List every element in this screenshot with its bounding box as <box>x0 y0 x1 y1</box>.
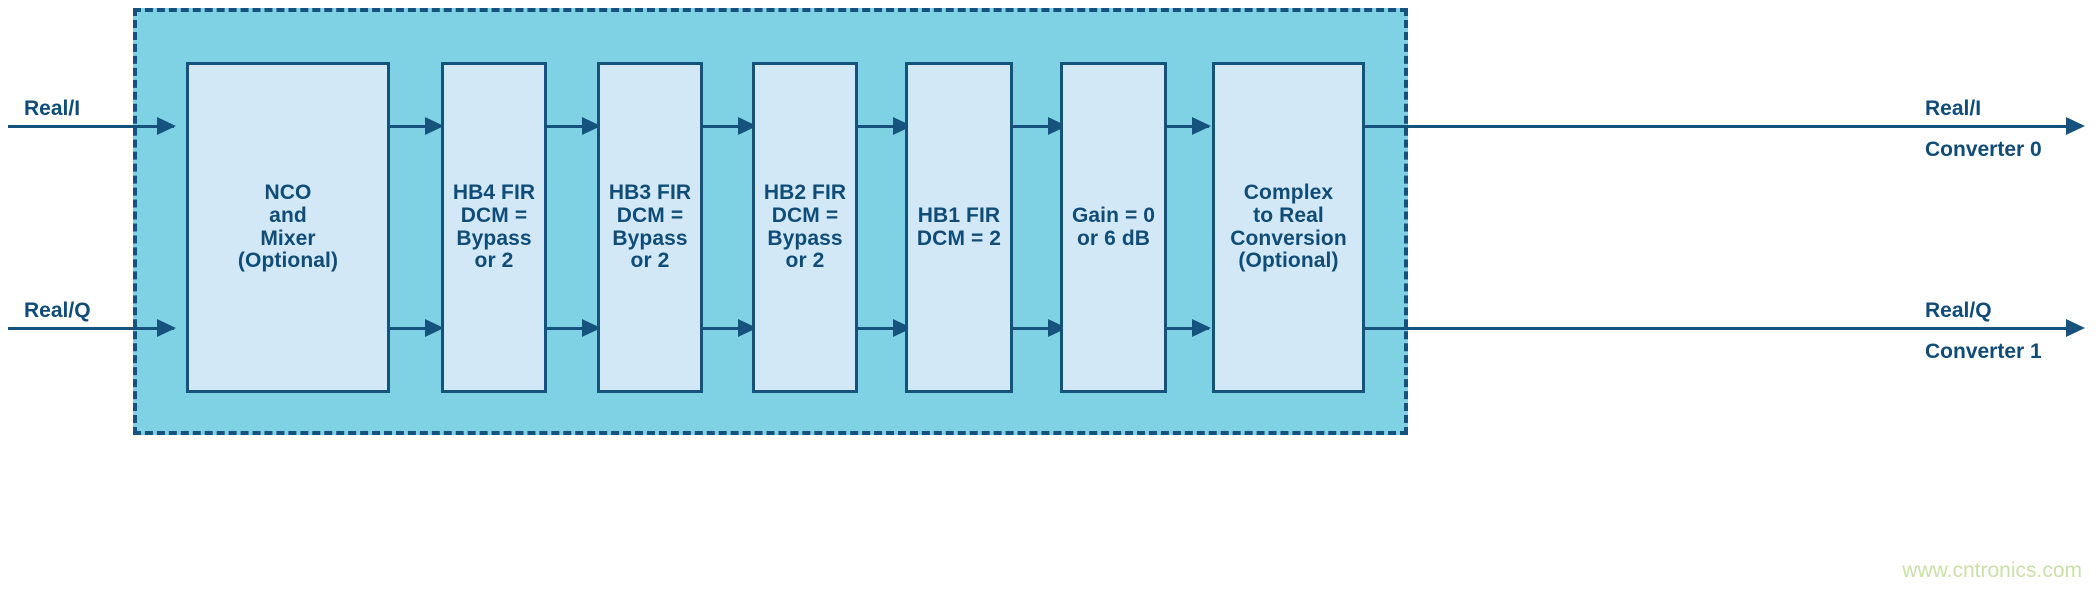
input-arrowhead-real-q <box>157 319 176 337</box>
input-label-real-q: Real/Q <box>24 299 91 322</box>
input-arrowhead-real-i <box>157 117 176 135</box>
arrowhead-gain-to-complex-i <box>1192 117 1211 135</box>
arrowhead-nco-to-hb4-i <box>425 117 444 135</box>
block-hb1-fir[interactable]: HB1 FIR DCM = 2 <box>905 62 1013 393</box>
block-nco-mixer[interactable]: NCO and Mixer (Optional) <box>186 62 390 393</box>
wire-hb3-to-hb2-q <box>703 327 745 330</box>
block-hb4-fir-label: HB4 FIR DCM = Bypass or 2 <box>452 181 536 273</box>
output-arrowhead-real-q <box>2066 319 2085 337</box>
output-label-real-q: Real/Q <box>1925 299 1992 322</box>
wire-hb1-to-gain-i <box>1013 125 1055 128</box>
wire-gain-to-complex-q <box>1167 327 1209 330</box>
block-hb1-fir-label: HB1 FIR DCM = 2 <box>916 203 1002 250</box>
block-hb2-fir[interactable]: HB2 FIR DCM = Bypass or 2 <box>752 62 858 393</box>
block-hb2-fir-label: HB2 FIR DCM = Bypass or 2 <box>763 181 847 273</box>
output-wire-real-q <box>1365 327 2075 330</box>
block-hb4-fir[interactable]: HB4 FIR DCM = Bypass or 2 <box>441 62 547 393</box>
block-hb3-fir[interactable]: HB3 FIR DCM = Bypass or 2 <box>597 62 703 393</box>
output-label-converter-1: Converter 1 <box>1925 340 2042 363</box>
wire-hb4-to-hb3-q <box>547 327 589 330</box>
wire-hb4-to-hb3-i <box>547 125 589 128</box>
block-gain[interactable]: Gain = 0 or 6 dB <box>1060 62 1167 393</box>
arrowhead-hb4-to-hb3-q <box>582 319 601 337</box>
wire-hb2-to-hb1-i <box>858 125 900 128</box>
input-wire-real-q <box>8 327 174 330</box>
block-nco-mixer-label: NCO and Mixer (Optional) <box>237 181 339 273</box>
input-label-real-i: Real/I <box>24 97 81 120</box>
block-hb3-fir-label: HB3 FIR DCM = Bypass or 2 <box>608 181 692 273</box>
block-complex-to-real-label: Complex to Real Conversion (Optional) <box>1230 181 1347 273</box>
watermark: www.cntronics.com <box>1902 559 2082 582</box>
input-wire-real-i <box>8 125 174 128</box>
output-wire-real-i <box>1365 125 2075 128</box>
output-arrowhead-real-i <box>2066 117 2085 135</box>
output-label-converter-0: Converter 0 <box>1925 138 2042 161</box>
arrowhead-gain-to-complex-q <box>1192 319 1211 337</box>
arrowhead-nco-to-hb4-q <box>425 319 444 337</box>
output-label-real-i: Real/I <box>1925 97 1982 120</box>
wire-hb1-to-gain-q <box>1013 327 1055 330</box>
wire-nco-to-hb4-i <box>390 125 432 128</box>
wire-gain-to-complex-i <box>1167 125 1209 128</box>
block-complex-to-real[interactable]: Complex to Real Conversion (Optional) <box>1212 62 1365 393</box>
block-gain-label: Gain = 0 or 6 dB <box>1071 203 1156 250</box>
wire-hb2-to-hb1-q <box>858 327 900 330</box>
wire-nco-to-hb4-q <box>390 327 432 330</box>
wire-hb3-to-hb2-i <box>703 125 745 128</box>
arrowhead-hb4-to-hb3-i <box>582 117 601 135</box>
